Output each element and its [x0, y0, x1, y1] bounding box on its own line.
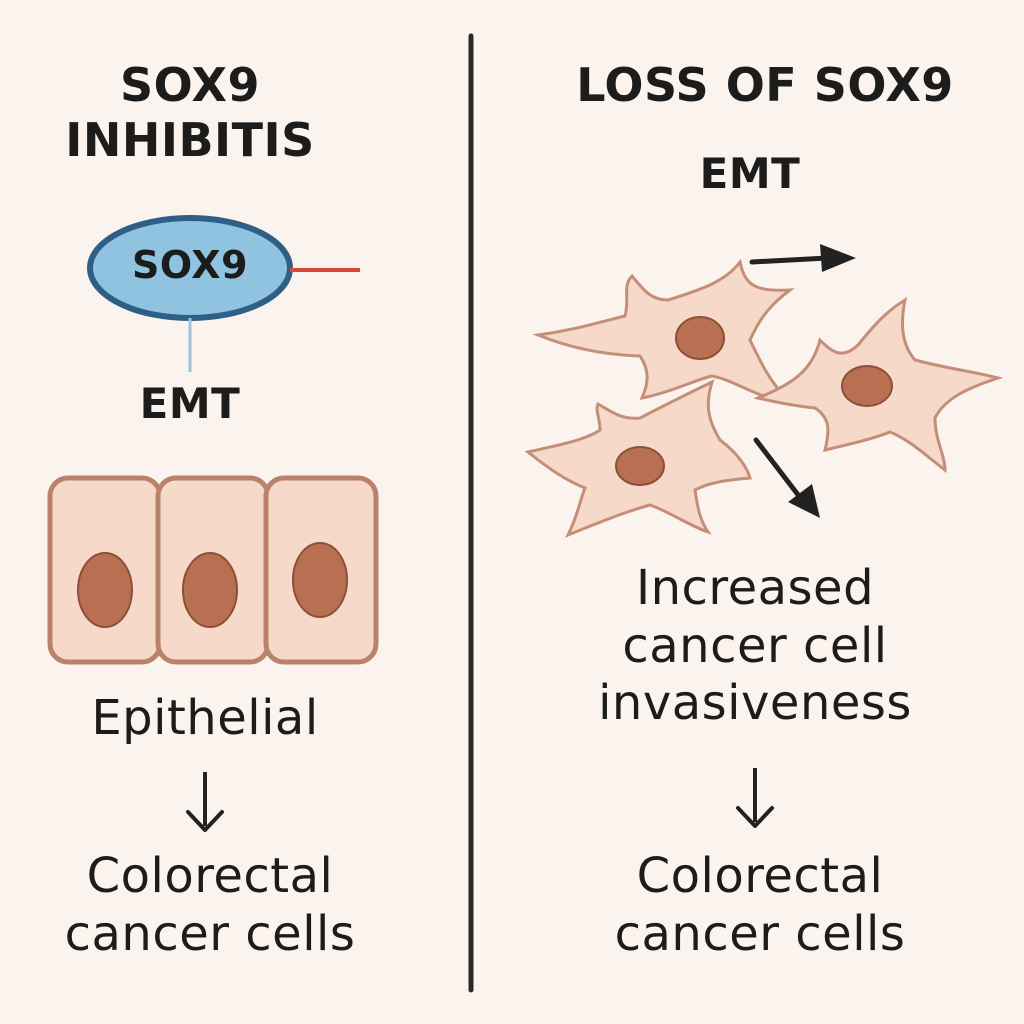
- migration-arrow-lower: [753, 437, 820, 518]
- nucleus-1: [77, 552, 133, 628]
- epithelial-cells: [47, 475, 379, 665]
- left-result-line1: Colorectal: [86, 848, 334, 904]
- left-title-line2: INHIBITIS: [65, 113, 315, 168]
- nucleus-3: [292, 542, 348, 618]
- migration-arrow-upper: [749, 244, 856, 272]
- left-result-line2: cancer cells: [64, 905, 356, 962]
- right-result-label: Colorectal cancer cells: [550, 848, 970, 963]
- right-effect-line1: Increased: [635, 560, 875, 616]
- right-result-line2: cancer cells: [614, 905, 906, 962]
- mesenchymal-nucleus-3: [615, 446, 665, 486]
- mesenchymal-cells: [524, 258, 1004, 538]
- right-down-arrow: [736, 768, 774, 828]
- mesenchymal-nucleus-1: [675, 316, 725, 360]
- left-result-label: Colorectal cancer cells: [20, 848, 400, 963]
- right-effect-line3: invasiveness: [598, 675, 912, 732]
- right-title: LOSS OF SOX9: [576, 58, 954, 112]
- right-emt-label: EMT: [699, 149, 801, 198]
- mesenchymal-cell-1: [532, 258, 795, 404]
- left-emt-label: EMT: [139, 379, 241, 428]
- mesenchymal-nucleus-2: [841, 365, 893, 407]
- right-effect-label: Increased cancer cell invasiveness: [530, 560, 980, 733]
- epithelial-label: Epithelial: [91, 690, 319, 746]
- left-down-arrow: [186, 772, 224, 832]
- right-result-line1: Colorectal: [636, 848, 884, 904]
- sox9-label: SOX9: [131, 243, 249, 287]
- right-effect-line2: cancer cell: [622, 617, 888, 674]
- left-title: SOX9 INHIBITIS: [40, 58, 340, 168]
- left-title-line1: SOX9: [119, 58, 261, 112]
- nucleus-2: [182, 552, 238, 628]
